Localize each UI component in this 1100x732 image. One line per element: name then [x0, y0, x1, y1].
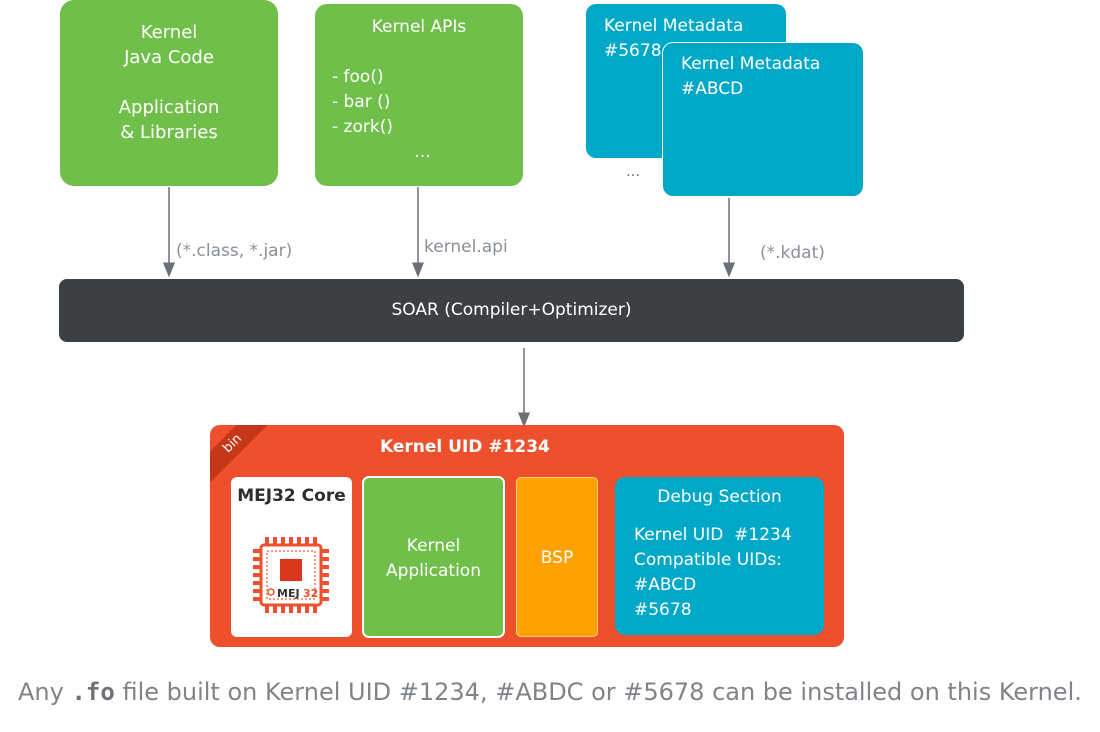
- kernel-java-code-box: Kernel Java Code Application & Libraries: [60, 0, 278, 186]
- arrow-label-api: kernel.api: [424, 237, 508, 257]
- kernel-application-line1: Kernel: [406, 536, 461, 556]
- java-box-line: Application: [118, 97, 220, 118]
- footer-suffix: file built on Kernel UID #1234, #ABDC or…: [114, 678, 1082, 706]
- bin-ribbon: bin: [210, 425, 273, 484]
- chip-label-32: 32: [303, 587, 318, 600]
- chip-label-mej: MEJ: [277, 587, 300, 600]
- metadata-title: Kernel Metadata: [681, 54, 821, 74]
- metadata-ellipsis: …: [626, 164, 640, 180]
- kernel-application-card: Kernel Application: [362, 476, 505, 638]
- api-item: - zork(): [332, 117, 393, 137]
- mej32-core-title: MEJ32 Core: [237, 486, 346, 506]
- mej32-core-card: MEJ32 Core: [231, 477, 352, 637]
- kernel-binary-box: bin Kernel UID #1234 MEJ32 Core: [210, 425, 844, 647]
- footer-caption: Any .fo file built on Kernel UID #1234, …: [18, 678, 1082, 706]
- metadata-id: #ABCD: [681, 79, 744, 99]
- metadata-title: Kernel Metadata: [604, 16, 744, 36]
- api-item: - bar (): [332, 92, 391, 112]
- java-box-line: Kernel: [140, 22, 198, 43]
- debug-section-lines: Kernel UID #1234 Compatible UIDs: #ABCD …: [615, 510, 824, 623]
- chip-icon: MEJ 32: [253, 537, 329, 617]
- footer-extension: .fo: [71, 678, 115, 706]
- soar-compiler-bar: SOAR (Compiler+Optimizer): [59, 279, 964, 342]
- java-box-line: & Libraries: [120, 122, 218, 143]
- kernel-apis-title: Kernel APIs: [371, 17, 467, 37]
- debug-line: #ABCD: [634, 575, 697, 595]
- kernel-metadata-abcd-box: Kernel Metadata #ABCD: [663, 43, 863, 196]
- java-box-spacer: [60, 70, 278, 95]
- arrow-label-java: (*.class, *.jar): [176, 241, 293, 261]
- footer-prefix: Any: [18, 678, 72, 706]
- debug-line: Compatible UIDs:: [634, 550, 782, 570]
- debug-section-card: Debug Section Kernel UID #1234 Compatibl…: [615, 477, 824, 635]
- debug-line: #5678: [634, 600, 692, 620]
- kernel-uid-title: Kernel UID #1234: [380, 437, 550, 457]
- metadata-id: #5678: [604, 41, 662, 61]
- kernel-apis-list: - foo() - bar () - zork() …: [315, 40, 523, 165]
- api-item: - foo(): [332, 67, 384, 87]
- java-box-line: Java Code: [124, 47, 214, 68]
- debug-section-title: Debug Section: [657, 487, 782, 507]
- kernel-application-line2: Application: [386, 561, 481, 581]
- api-ellipsis: …: [414, 142, 431, 162]
- bsp-card: BSP: [516, 477, 598, 637]
- arrow-label-meta: (*.kdat): [760, 243, 825, 263]
- kernel-apis-box: Kernel APIs - foo() - bar () - zork() …: [315, 4, 523, 186]
- debug-line: Kernel UID #1234: [634, 525, 792, 545]
